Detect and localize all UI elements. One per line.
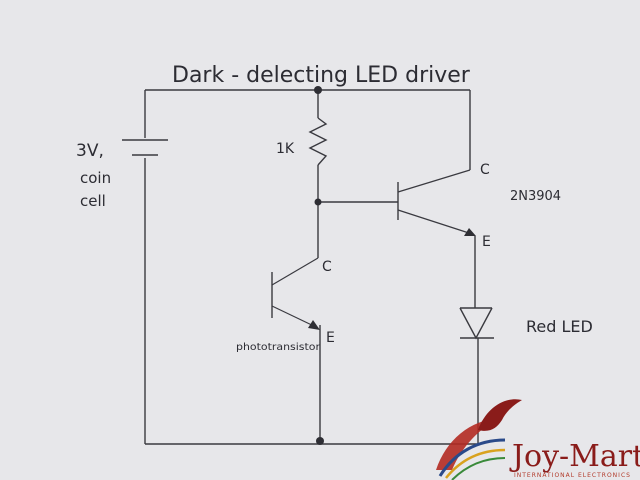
- joy-mart-watermark: Joy-Mart INTERNATIONAL ELECTRONICS: [436, 399, 640, 480]
- resistor-value-label: 1K: [276, 141, 295, 157]
- npn-collector-lead: [397, 169, 471, 193]
- led-label: Red LED: [526, 317, 593, 336]
- battery-label-line1: coin: [80, 169, 111, 187]
- logo-swoosh-green: [451, 457, 506, 480]
- npn-part-number: 2N3904: [510, 189, 561, 204]
- logo-swoosh-blue: [438, 438, 506, 477]
- led-diode-symbol: [459, 307, 494, 340]
- battery-voltage-label: 3V,: [76, 141, 104, 161]
- led-triangle: [459, 307, 493, 340]
- npn-emitter-lead: [397, 209, 473, 235]
- diagram-title: Dark - delecting LED driver: [172, 63, 471, 88]
- phototransistor-symbol: [271, 257, 320, 330]
- horse-logo-icon: [436, 418, 500, 470]
- resistor-zigzag: [308, 117, 328, 166]
- npn-collector-label: C: [480, 162, 490, 178]
- horse-head-icon: [478, 399, 522, 431]
- logo-swoosh-gold: [445, 448, 506, 479]
- npn-emitter-arrow: [464, 228, 476, 236]
- watermark-brand: Joy-Mart: [509, 439, 640, 474]
- photo-collector-label: C: [322, 259, 332, 275]
- junction-dot-base: [314, 198, 322, 206]
- photo-emitter-label: E: [326, 330, 335, 346]
- junction-dot-ground: [316, 437, 324, 445]
- junction-dot-top: [314, 86, 322, 94]
- phototransistor-label: phototransistor: [236, 342, 321, 353]
- npn-emitter-label: E: [482, 234, 491, 250]
- npn-transistor-2n3904: [397, 169, 476, 236]
- photo-collector-lead: [271, 257, 319, 286]
- battery-label-line2: cell: [80, 192, 106, 210]
- battery-symbol: [122, 139, 168, 156]
- photo-emitter-arrow: [308, 320, 320, 330]
- wire-network: [144, 89, 480, 445]
- watermark-tagline: INTERNATIONAL ELECTRONICS: [514, 472, 631, 479]
